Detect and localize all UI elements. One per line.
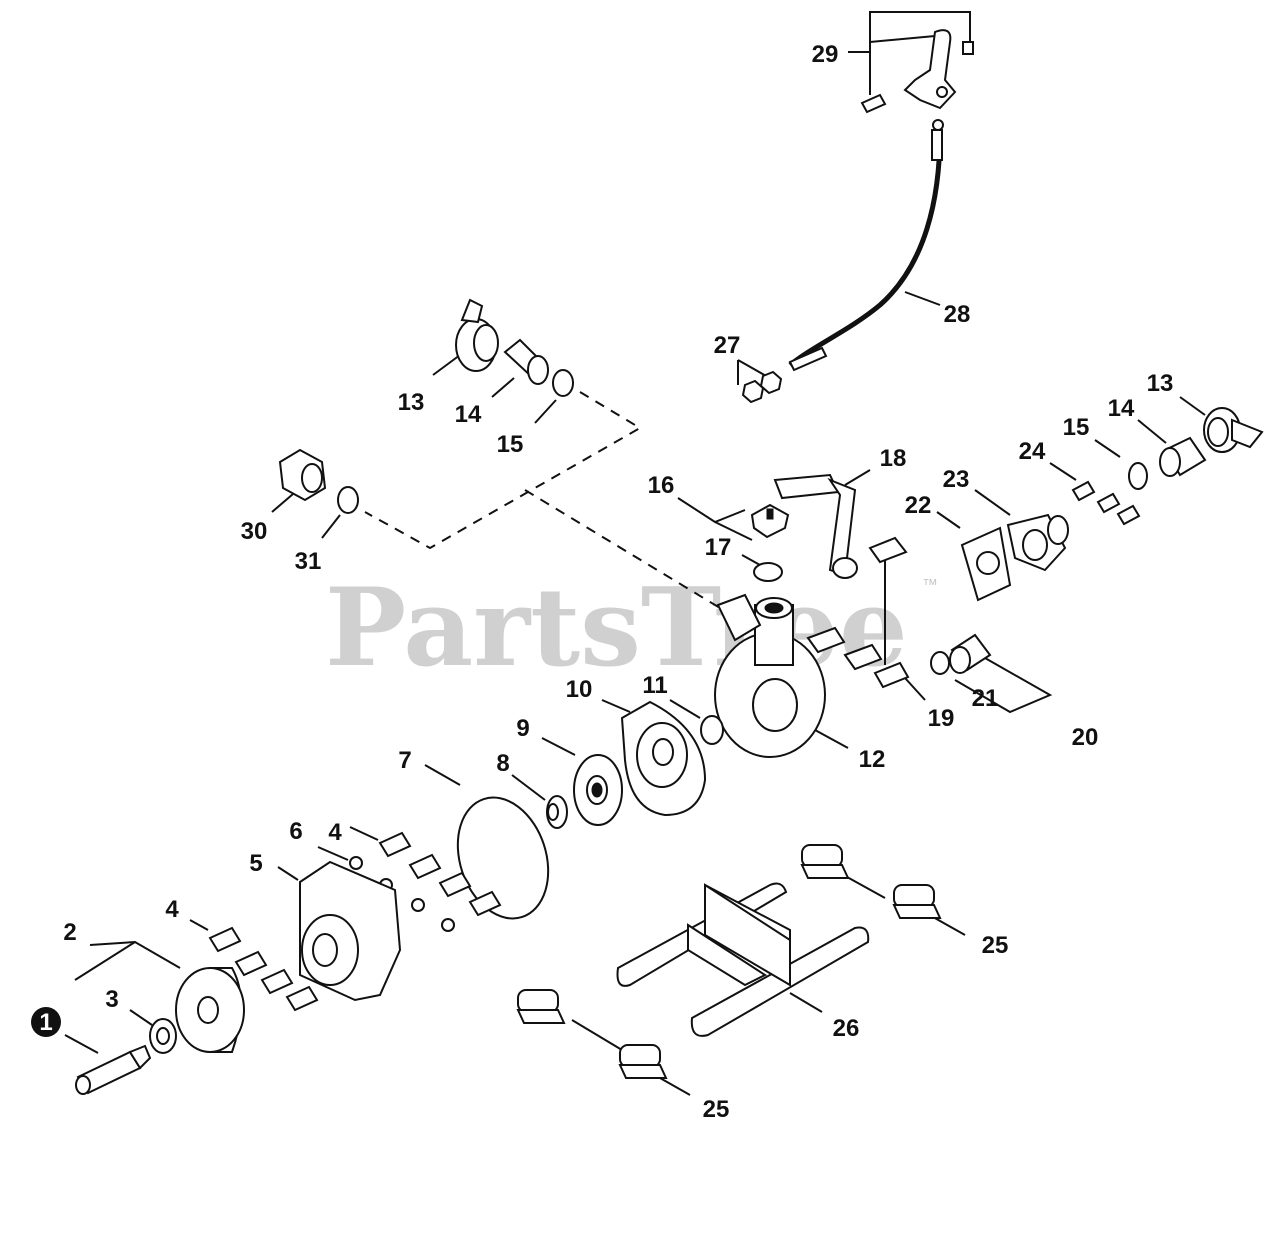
- throttle-lever: [860, 29, 974, 114]
- bolt-24a: [1071, 480, 1096, 502]
- clamp-25b: [892, 884, 942, 919]
- hose-barb-14-right: [1159, 436, 1207, 477]
- callout-9: 9: [516, 715, 529, 742]
- bolt-4-lower-c: [260, 968, 294, 995]
- callout-15-top: 15: [497, 431, 524, 458]
- shaft-1: [75, 1044, 152, 1095]
- callout-7: 7: [398, 747, 411, 774]
- o-ring-11: [700, 715, 724, 745]
- callout-11: 11: [642, 672, 667, 699]
- washer-6c: [411, 898, 425, 912]
- bolt-4-upper-d: [468, 890, 502, 917]
- callout-labels: 1 2 3 4 4 5 6 7 8 9 10 11 12 13 13 14 14…: [31, 41, 1173, 1123]
- volute-10: [620, 700, 707, 817]
- washer-6a: [349, 856, 363, 870]
- callout-2: 2: [63, 919, 76, 946]
- wing-nut-13-top: [455, 298, 499, 372]
- nut-27b: [759, 370, 783, 395]
- bolt-19c: [843, 643, 883, 671]
- callout-5: 5: [249, 850, 262, 877]
- callout-27: 27: [714, 332, 741, 359]
- callout-4-lower: 4: [165, 896, 179, 923]
- bolt-24c: [1116, 504, 1141, 526]
- callout-3: 3: [105, 986, 118, 1013]
- fitting-20: [949, 633, 992, 674]
- bolt-4-lower-a: [208, 926, 242, 953]
- callout-10: 10: [566, 676, 593, 703]
- leader-lines: [64, 11, 1206, 1096]
- callout-23: 23: [943, 466, 970, 493]
- callout-28: 28: [944, 301, 971, 328]
- handle-18: [773, 473, 858, 579]
- bolt-19d: [873, 661, 910, 689]
- hose-barb-14-top: [503, 338, 549, 385]
- plug-16: [750, 503, 790, 539]
- bolt-4-lower-b: [234, 950, 268, 977]
- callout-20: 20: [1072, 724, 1099, 751]
- callout-29: 29: [812, 41, 839, 68]
- bearing-3: [149, 1018, 177, 1054]
- throttle-cable: [788, 119, 944, 372]
- callout-25-bottom: 25: [703, 1096, 730, 1123]
- seal-8: [546, 795, 568, 829]
- impeller-9: [573, 754, 623, 826]
- bracket-5: [299, 860, 402, 1002]
- washer-6d: [441, 918, 455, 932]
- callout-1: 1: [39, 1009, 52, 1036]
- clamp-25c: [516, 989, 566, 1024]
- callout-30: 30: [241, 518, 268, 545]
- callout-13-top: 13: [398, 389, 425, 416]
- pump-casing-12: [714, 593, 826, 758]
- bolt-24b: [1096, 492, 1121, 514]
- bolt-4-lower-d: [285, 985, 319, 1012]
- callout-14-right: 14: [1108, 395, 1135, 422]
- nut-27a: [741, 379, 765, 404]
- bolt-19a: [868, 536, 908, 564]
- callout-22: 22: [905, 492, 932, 519]
- callout-13-right: 13: [1147, 370, 1174, 397]
- o-ring-17: [753, 562, 783, 582]
- parts: [75, 29, 1264, 1095]
- callout-16: 16: [648, 472, 675, 499]
- callout-26: 26: [833, 1015, 860, 1042]
- callout-12: 12: [859, 746, 886, 773]
- clamp-25a: [800, 844, 850, 879]
- flange-23: [1006, 513, 1069, 572]
- watermark-trademark: ™: [922, 577, 938, 594]
- callout-1-badge: [31, 1007, 61, 1037]
- callout-24: 24: [1019, 438, 1046, 465]
- callout-19: 19: [928, 705, 955, 732]
- callout-15-right: 15: [1063, 414, 1090, 441]
- flywheel-2: [175, 967, 245, 1053]
- o-ring-15-top: [552, 369, 574, 397]
- gasket-22: [960, 526, 1012, 602]
- callout-25-right: 25: [982, 932, 1009, 959]
- callout-4-upper: 4: [328, 819, 342, 846]
- o-ring-15-right: [1128, 462, 1148, 490]
- callout-18: 18: [880, 445, 907, 472]
- bolt-19b: [806, 626, 846, 654]
- callout-8: 8: [496, 750, 509, 777]
- fitting-30: [278, 448, 327, 502]
- callout-6: 6: [289, 818, 302, 845]
- o-ring-7: [456, 796, 550, 920]
- o-ring-21: [930, 651, 950, 675]
- callout-14-top: 14: [455, 401, 482, 428]
- bolt-4-upper-a: [378, 831, 412, 858]
- callout-17: 17: [705, 534, 732, 561]
- o-ring-31: [337, 486, 359, 514]
- bolt-4-upper-b: [408, 853, 442, 880]
- frame-26: [616, 882, 870, 1037]
- callout-21: 21: [972, 685, 999, 712]
- wing-nut-13-right: [1203, 407, 1264, 453]
- callout-31: 31: [295, 548, 322, 575]
- clamp-25d: [618, 1044, 668, 1079]
- bolt-4-upper-c: [438, 871, 472, 898]
